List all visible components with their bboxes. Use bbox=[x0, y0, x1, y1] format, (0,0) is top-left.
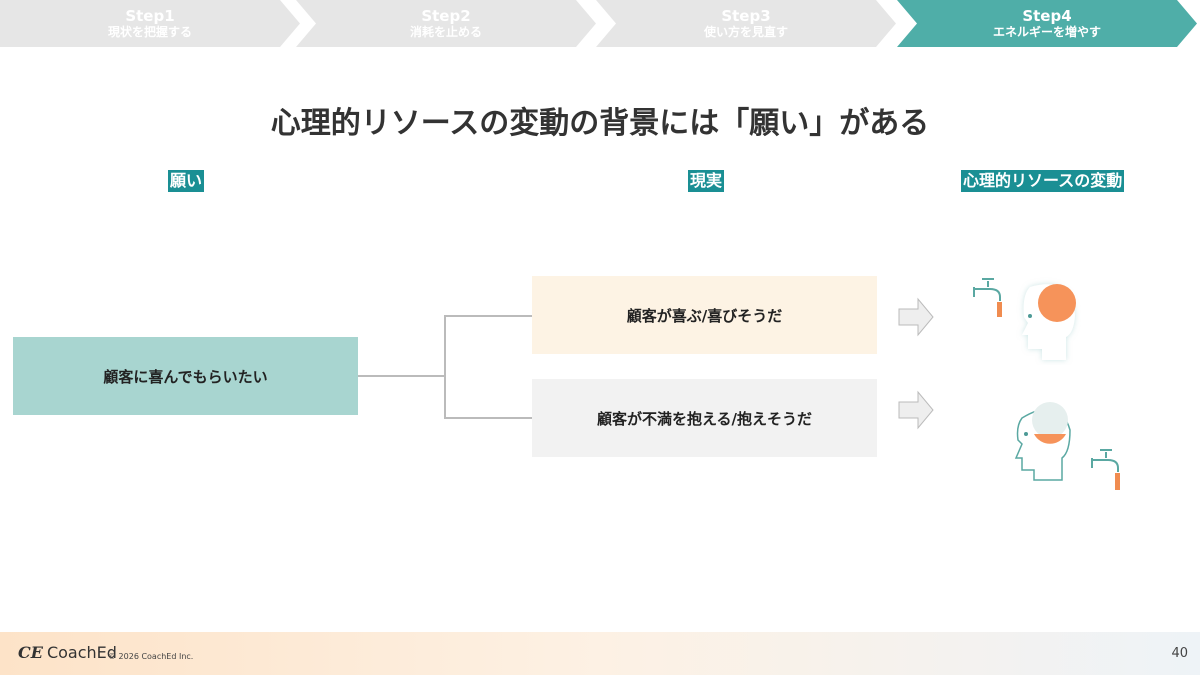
step-title: Step3 bbox=[721, 6, 771, 25]
arrow-right-icon bbox=[898, 297, 934, 337]
step-title: Step4 bbox=[1022, 6, 1072, 25]
change-label: 心理的リソースの変動 bbox=[961, 170, 1125, 192]
connector bbox=[444, 315, 446, 418]
wish-box: 顧客に喜んでもらいたい bbox=[13, 337, 358, 415]
step-subtitle: 使い方を見直す bbox=[703, 24, 788, 39]
copyright: © 2026 CoachEd Inc. bbox=[108, 652, 194, 661]
wish-label: 願い bbox=[168, 170, 205, 192]
arrow-right-icon bbox=[898, 390, 934, 430]
connector bbox=[358, 375, 445, 377]
head-low-energy-icon bbox=[1014, 402, 1120, 490]
step-subtitle: 消耗を止める bbox=[409, 24, 482, 39]
reality-label: 現実 bbox=[688, 170, 725, 192]
step-title: Step2 bbox=[421, 6, 471, 25]
head-full-energy-icon bbox=[973, 278, 1076, 360]
page-number: 40 bbox=[1171, 646, 1188, 661]
step-title: Step1 bbox=[125, 6, 175, 25]
step-subtitle: 現状を把握する bbox=[107, 24, 192, 39]
step-subtitle: エネルギーを増やす bbox=[992, 24, 1101, 39]
connector bbox=[444, 417, 532, 419]
page-title: 心理的リソースの変動の背景には「願い」がある bbox=[270, 106, 930, 141]
reality-box-positive: 顧客が喜ぶ/喜びそうだ bbox=[532, 276, 877, 354]
reality-box-negative: 顧客が不満を抱える/抱えそうだ bbox=[532, 379, 877, 457]
connector bbox=[444, 315, 532, 317]
